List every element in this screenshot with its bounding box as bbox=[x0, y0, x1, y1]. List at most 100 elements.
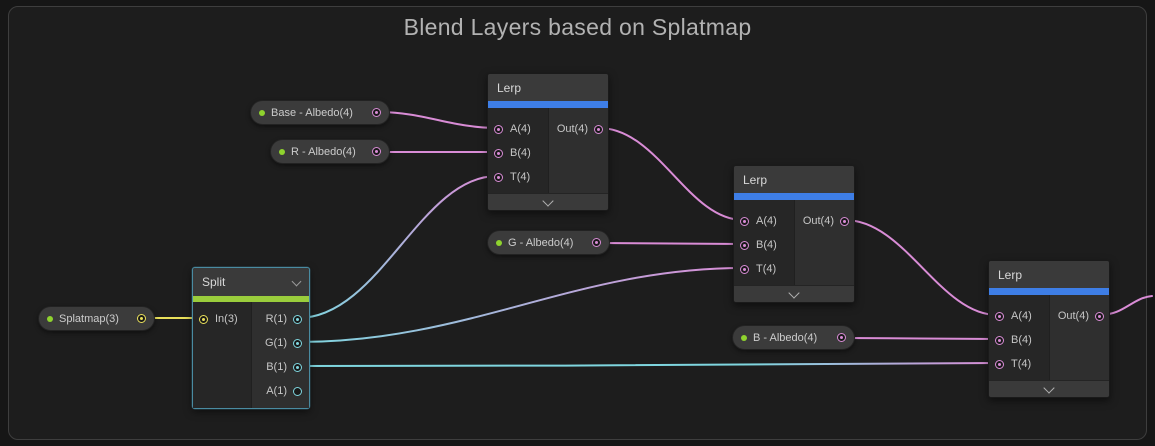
output-row: G(1) bbox=[252, 331, 309, 355]
preview-toggle[interactable] bbox=[734, 285, 854, 302]
inputs-column: A(4) B(4) T(4) bbox=[734, 200, 794, 285]
port-label: B(4) bbox=[510, 147, 531, 159]
node-header[interactable]: Lerp bbox=[488, 74, 608, 101]
inputs-column: In(3) bbox=[193, 302, 251, 408]
out-port[interactable] bbox=[594, 124, 603, 134]
node-body: In(3) R(1) G(1) B(1) A(1) bbox=[193, 302, 309, 408]
out-port[interactable] bbox=[1095, 311, 1104, 321]
lerp-node-3[interactable]: Lerp A(4) B(4) T(4) Out(4) bbox=[988, 260, 1110, 398]
wire-split-g-to-lerp2-t[interactable] bbox=[297, 267, 744, 343]
port-label: Out(4) bbox=[1057, 310, 1089, 322]
output-row: A(1) bbox=[252, 379, 309, 403]
output-row: B(1) bbox=[252, 355, 309, 379]
input-row: T(4) bbox=[488, 165, 548, 189]
chevron-down-icon[interactable] bbox=[291, 276, 302, 286]
property-output-port[interactable] bbox=[592, 238, 601, 247]
port-label: T(4) bbox=[510, 171, 531, 183]
in-port[interactable] bbox=[199, 314, 208, 324]
lerp-node-2[interactable]: Lerp A(4) B(4) T(4) Out(4) bbox=[733, 165, 855, 303]
property-node-g-albedo[interactable]: G - Albedo(4) bbox=[487, 230, 610, 255]
wire-base-albedo-to-lerp1-a[interactable] bbox=[376, 111, 498, 129]
input-row: T(4) bbox=[734, 257, 794, 281]
node-body: A(4) B(4) T(4) Out(4) bbox=[989, 295, 1109, 380]
property-output-port[interactable] bbox=[137, 314, 146, 323]
wire-b-albedo-to-lerp3-b[interactable] bbox=[842, 337, 998, 340]
accent-bar bbox=[488, 101, 608, 108]
wire-g-albedo-to-lerp2-b[interactable] bbox=[597, 242, 744, 245]
property-node-b-albedo[interactable]: B - Albedo(4) bbox=[732, 325, 855, 350]
g-output-port[interactable] bbox=[293, 338, 302, 348]
input-row: A(4) bbox=[989, 304, 1049, 328]
a-output-port[interactable] bbox=[293, 386, 302, 396]
port-label: Out(4) bbox=[802, 215, 834, 227]
port-label: T(4) bbox=[1011, 358, 1032, 370]
port-label: T(4) bbox=[756, 263, 777, 275]
property-node-base-albedo[interactable]: Base - Albedo(4) bbox=[250, 100, 390, 125]
a-input-port[interactable] bbox=[995, 311, 1004, 321]
output-row: Out(4) bbox=[549, 117, 608, 141]
outputs-column: Out(4) bbox=[1049, 295, 1109, 380]
b-input-port[interactable] bbox=[494, 148, 503, 158]
accent-bar bbox=[734, 193, 854, 200]
t-input-port[interactable] bbox=[740, 264, 749, 274]
chevron-down-icon bbox=[788, 286, 800, 299]
outputs-column: Out(4) bbox=[548, 108, 608, 193]
wire-split-b-to-lerp3-t[interactable] bbox=[297, 362, 998, 367]
property-label: Splatmap(3) bbox=[59, 312, 119, 325]
property-label: R - Albedo(4) bbox=[291, 145, 356, 158]
port-label: A(4) bbox=[756, 215, 777, 227]
node-body: A(4) B(4) T(4) Out(4) bbox=[734, 200, 854, 285]
a-input-port[interactable] bbox=[494, 124, 503, 134]
node-header[interactable]: Split bbox=[193, 268, 309, 296]
chevron-down-icon bbox=[542, 194, 554, 207]
port-label: In(3) bbox=[215, 313, 238, 325]
split-node[interactable]: Split In(3) R(1) G(1) bbox=[192, 267, 310, 409]
port-label: B(4) bbox=[1011, 334, 1032, 346]
property-node-r-albedo[interactable]: R - Albedo(4) bbox=[270, 139, 390, 164]
port-label: R(1) bbox=[265, 313, 287, 325]
r-output-port[interactable] bbox=[293, 314, 302, 324]
input-row: B(4) bbox=[989, 328, 1049, 352]
inputs-column: A(4) B(4) T(4) bbox=[488, 108, 548, 193]
node-title: Split bbox=[202, 275, 226, 289]
a-input-port[interactable] bbox=[740, 216, 749, 226]
property-node-splatmap[interactable]: Splatmap(3) bbox=[38, 306, 155, 331]
out-port[interactable] bbox=[840, 216, 849, 226]
wire-lerp1-out-to-lerp2-a[interactable] bbox=[598, 127, 744, 221]
preview-toggle[interactable] bbox=[989, 380, 1109, 397]
node-body: A(4) B(4) T(4) Out(4) bbox=[488, 108, 608, 193]
exposed-property-dot bbox=[47, 315, 53, 322]
property-label: Base - Albedo(4) bbox=[271, 106, 353, 119]
node-title: Lerp bbox=[998, 267, 1023, 282]
input-row: A(4) bbox=[734, 209, 794, 233]
input-row: A(4) bbox=[488, 117, 548, 141]
node-header[interactable]: Lerp bbox=[734, 166, 854, 193]
node-title: Lerp bbox=[743, 172, 768, 187]
accent-bar bbox=[989, 288, 1109, 295]
chevron-down-icon bbox=[1043, 381, 1055, 394]
property-output-port[interactable] bbox=[837, 333, 846, 342]
exposed-property-dot bbox=[259, 109, 265, 116]
output-row: Out(4) bbox=[1050, 304, 1109, 328]
property-label: B - Albedo(4) bbox=[753, 331, 818, 344]
preview-toggle[interactable] bbox=[488, 193, 608, 210]
port-label: A(4) bbox=[1011, 310, 1032, 322]
b-output-port[interactable] bbox=[293, 362, 302, 372]
t-input-port[interactable] bbox=[995, 359, 1004, 369]
property-output-port[interactable] bbox=[372, 108, 381, 117]
graph-group-title[interactable]: Blend Layers based on Splatmap bbox=[403, 14, 752, 40]
input-row: B(4) bbox=[488, 141, 548, 165]
node-header[interactable]: Lerp bbox=[989, 261, 1109, 288]
lerp-node-1[interactable]: Lerp A(4) B(4) T(4) Out(4) bbox=[487, 73, 609, 211]
b-input-port[interactable] bbox=[740, 240, 749, 250]
property-output-port[interactable] bbox=[372, 147, 381, 156]
input-row: B(4) bbox=[734, 233, 794, 257]
port-label: Out(4) bbox=[556, 123, 588, 135]
wire-split-r-to-lerp1-t[interactable] bbox=[297, 175, 498, 319]
input-row: In(3) bbox=[193, 307, 251, 331]
wire-lerp2-out-to-lerp3-a[interactable] bbox=[844, 219, 998, 316]
t-input-port[interactable] bbox=[494, 172, 503, 182]
b-input-port[interactable] bbox=[995, 335, 1004, 345]
